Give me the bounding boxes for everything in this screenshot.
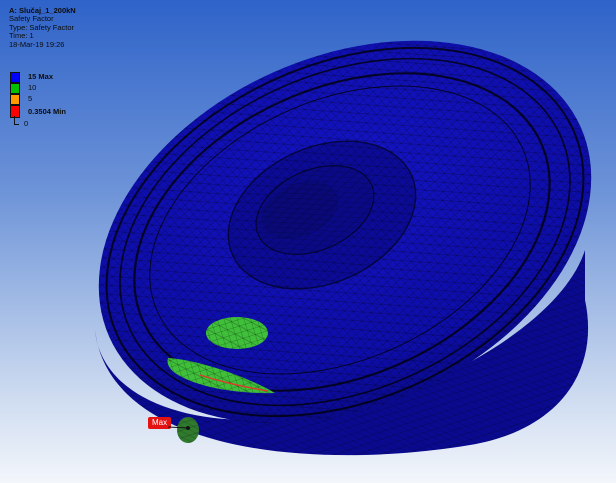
legend-swatch-red [10,105,20,118]
legend-bracket [14,116,15,124]
green-region-lower [167,358,275,394]
legend-label: 10 [28,83,37,92]
hub [227,140,417,290]
legend-swatch-orange [10,94,20,105]
result-info: A: Slučaj_1_200kN Safety Factor Type: Sa… [9,6,76,49]
disc-side-wall [95,250,589,456]
max-probe-leader [168,426,190,430]
legend-label: 15 Max [28,72,54,81]
legend-tick [14,124,19,125]
max-probe-label[interactable]: Max [148,417,172,429]
result-type-line: Safety Factor [9,14,54,24]
legend-label: 5 [28,94,33,103]
result-time: Time: 1 [9,31,34,41]
legend-swatch-blue [10,72,20,83]
result-title: A: Slučaj_1_200kN [9,6,76,15]
result-date: 18-Mar-19 19:26 [9,39,65,49]
green-region-upper [206,317,268,349]
legend-label: 0.3504 Min [28,107,66,116]
legend-swatch-green [10,83,20,94]
result-type: Type: Safety Factor [9,22,75,32]
rim-rings [105,46,585,418]
legend-label: 0 [24,119,29,128]
